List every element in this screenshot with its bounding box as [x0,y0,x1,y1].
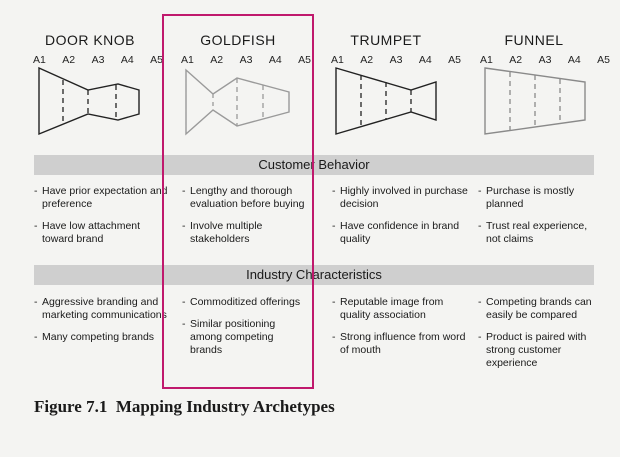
list-item: -Reputable image from quality associatio… [332,296,444,321]
stage-label: A4 [120,54,134,66]
title-goldfish: GOLDFISH [200,32,276,48]
behavior-trumpet: -Highly involved in purchase decision -H… [332,185,472,255]
stages-funnel: A1 A2 A3 A4 A5 [480,54,610,66]
list-item: -Involve multiple stakeholders [182,220,263,245]
stages-trumpet: A1 A2 A3 A4 A5 [331,54,461,66]
stage-label: A1 [331,54,344,66]
list-item: -Have low attachment toward brand [34,220,141,245]
figure-caption: Figure 7.1 Mapping Industry Archetypes [34,397,335,416]
behavior-goldfish: -Lengthy and thorough evaluation before … [182,185,322,255]
list-item: -Lengthy and thorough evaluation before … [182,185,305,210]
band-customer-behavior: Customer Behavior [34,155,594,175]
stage-label: A5 [448,54,461,66]
industry-funnel: -Competing brands can easily be compared… [478,296,602,379]
behavior-funnel: -Purchase is mostly planned -Trust real … [478,185,598,255]
stage-label: A3 [91,54,105,66]
door-knob-shape [38,66,140,136]
stage-label: A1 [181,54,194,66]
stages-door-knob: A1 A2 A3 A4 A5 [33,54,163,66]
stage-label: A5 [150,54,163,66]
list-item: -Trust real experience, not claims [478,220,588,245]
title-funnel: FUNNEL [504,32,564,48]
stages-goldfish: A1 A2 A3 A4 A5 [181,54,311,66]
stage-label: A4 [418,54,432,66]
goldfish-shape [185,68,290,136]
stage-label: A3 [389,54,403,66]
stage-label: A3 [239,54,253,66]
list-item: -Have prior expectation and preference [34,185,168,210]
stage-label: A5 [597,54,610,66]
list-item: -Highly involved in purchase decision [332,185,468,210]
industry-trumpet: -Reputable image from quality associatio… [332,296,472,366]
list-item: -Strong influence from word of mouth [332,331,466,356]
goldfish-highlight-box [162,14,314,389]
industry-door-knob: -Aggressive branding and marketing commu… [34,296,174,353]
stage-label: A2 [360,54,374,66]
list-item: -Commoditized offerings [182,296,301,308]
stage-label: A1 [480,54,493,66]
list-item: -Similar positioning among competing bra… [182,318,276,356]
list-item: -Have confidence in brand quality [332,220,460,245]
behavior-door-knob: -Have prior expectation and preference -… [34,185,174,255]
list-item: -Purchase is mostly planned [478,185,575,210]
stage-label: A2 [210,54,224,66]
stage-label: A2 [62,54,76,66]
funnel-shape [484,67,586,135]
stage-label: A2 [509,54,523,66]
title-door-knob: DOOR KNOB [44,32,136,48]
stage-label: A4 [567,54,581,66]
list-item: -Many competing brands [34,331,155,343]
trumpet-shape [335,67,437,135]
list-item: -Product is paired with strong customer … [478,331,587,369]
list-item: -Aggressive branding and marketing commu… [34,296,167,321]
stage-label: A3 [538,54,552,66]
stage-label: A5 [298,54,311,66]
list-item: -Competing brands can easily be compared [478,296,592,321]
title-trumpet: TRUMPET [350,32,422,48]
band-industry-characteristics: Industry Characteristics [34,265,594,285]
stage-label: A1 [33,54,46,66]
stage-label: A4 [268,54,282,66]
industry-goldfish: -Commoditized offerings -Similar positio… [182,296,306,366]
